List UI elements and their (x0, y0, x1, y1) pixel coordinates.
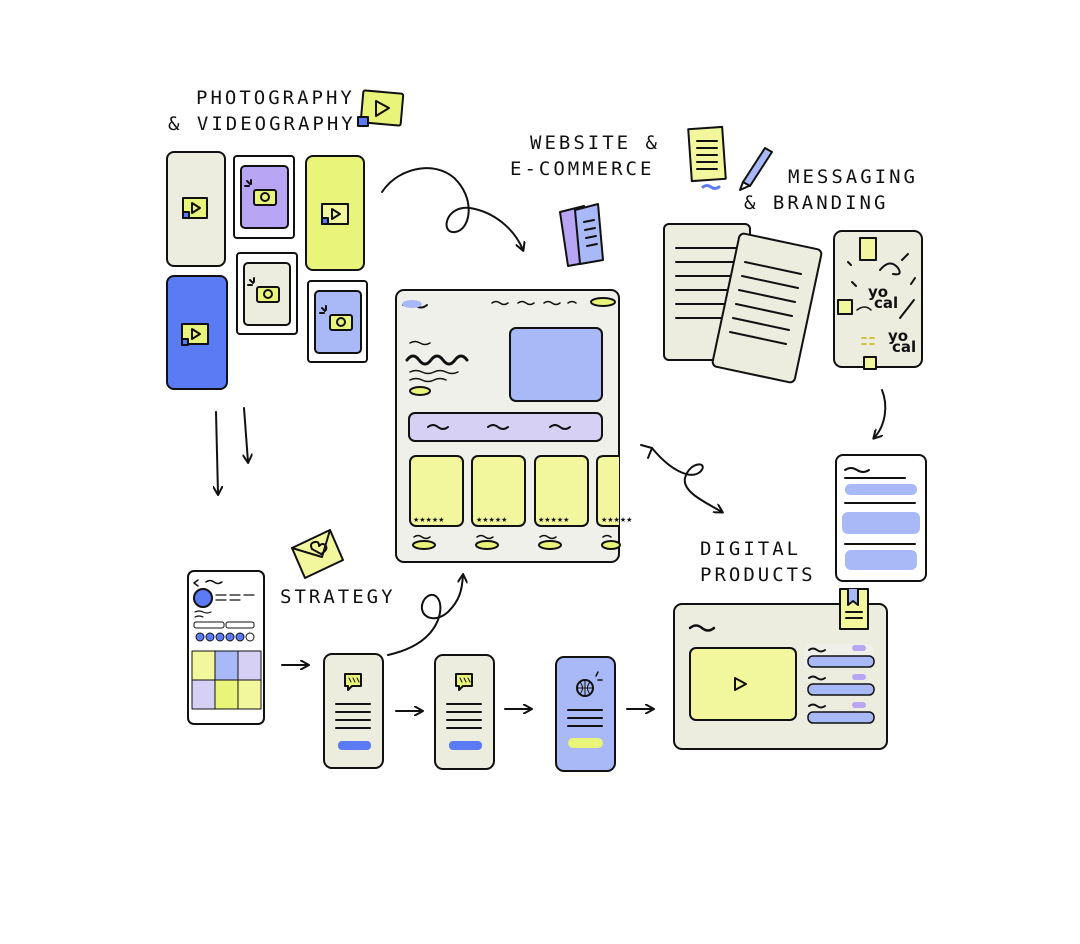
messaging-label: MESSAGING & BRANDING (744, 164, 918, 216)
email-mockup (835, 454, 927, 582)
course-mockup (673, 588, 888, 750)
product-card (409, 455, 464, 527)
media-grid (166, 151, 368, 390)
phone-mockup-2 (434, 654, 495, 770)
play-icon (181, 323, 209, 346)
rating-stars: ★★★★★ (538, 516, 569, 524)
photo-video-label: PHOTOGRAPHY & VIDEOGRAPHY (168, 85, 356, 137)
product-card (596, 455, 620, 527)
messaging-documents (663, 223, 823, 384)
brand-mark-bottom-line1: yo (888, 327, 908, 345)
camera-icon (319, 305, 353, 331)
brand-wordmark: yo cal yo cal (868, 283, 916, 356)
product-card (534, 455, 589, 527)
product-card (471, 455, 526, 527)
photo-video-line2: & VIDEOGRAPHY (168, 113, 356, 135)
website-line2: E-COMMERCE (510, 158, 655, 180)
arrow-down-2 (244, 407, 248, 462)
play-icon (321, 203, 349, 225)
social-profile-mockup (187, 570, 265, 725)
digital-products-line1: DIGITAL (700, 538, 802, 560)
digital-products-line2: PRODUCTS (700, 564, 816, 586)
play-sticky-icon (357, 89, 405, 127)
rating-stars: ★★★★★ (413, 516, 444, 524)
messaging-line1: MESSAGING (788, 166, 918, 188)
camera-icon (247, 277, 280, 303)
product-ratings: ★★★★★ ★★★★★ ★★★★★ ★★★★★ (413, 516, 632, 524)
bookmark-icon (839, 588, 869, 630)
brand-board (833, 230, 923, 370)
brand-mark-top-line2: cal (874, 294, 898, 312)
rating-stars: ★★★★★ (476, 516, 507, 524)
website-label: WEBSITE & E-COMMERCE (510, 130, 660, 182)
strategy-label: STRATEGY (280, 584, 396, 610)
brand-mark-bottom-line2: cal (892, 338, 916, 356)
phone-mockup-3 (555, 656, 616, 772)
envelope-heart-icon (291, 529, 344, 579)
strategy-text: STRATEGY (280, 586, 396, 608)
website-brochure-icon (559, 203, 604, 267)
digital-products-label: DIGITAL PRODUCTS (700, 536, 816, 588)
arrow-down-1 (216, 411, 218, 494)
play-icon (182, 197, 208, 219)
rating-stars: ★★★★★ (601, 516, 632, 524)
arrow-branding-down (874, 389, 887, 438)
pencil-icon (739, 147, 773, 191)
camera-icon (244, 179, 277, 206)
arrow-to-website (381, 167, 523, 250)
document-icon (687, 125, 727, 190)
photo-video-line1: PHOTOGRAPHY (196, 87, 355, 109)
website-line1: WEBSITE & (530, 132, 660, 154)
messaging-line2: & BRANDING (744, 192, 889, 214)
globe-icon (576, 671, 603, 697)
phone-mockup-1 (323, 653, 384, 769)
arrow-to-website-loop (387, 575, 463, 656)
brand-mark-top-line1: yo (868, 283, 888, 301)
arrow-website-digital (651, 447, 722, 512)
website-mockup (395, 289, 621, 563)
